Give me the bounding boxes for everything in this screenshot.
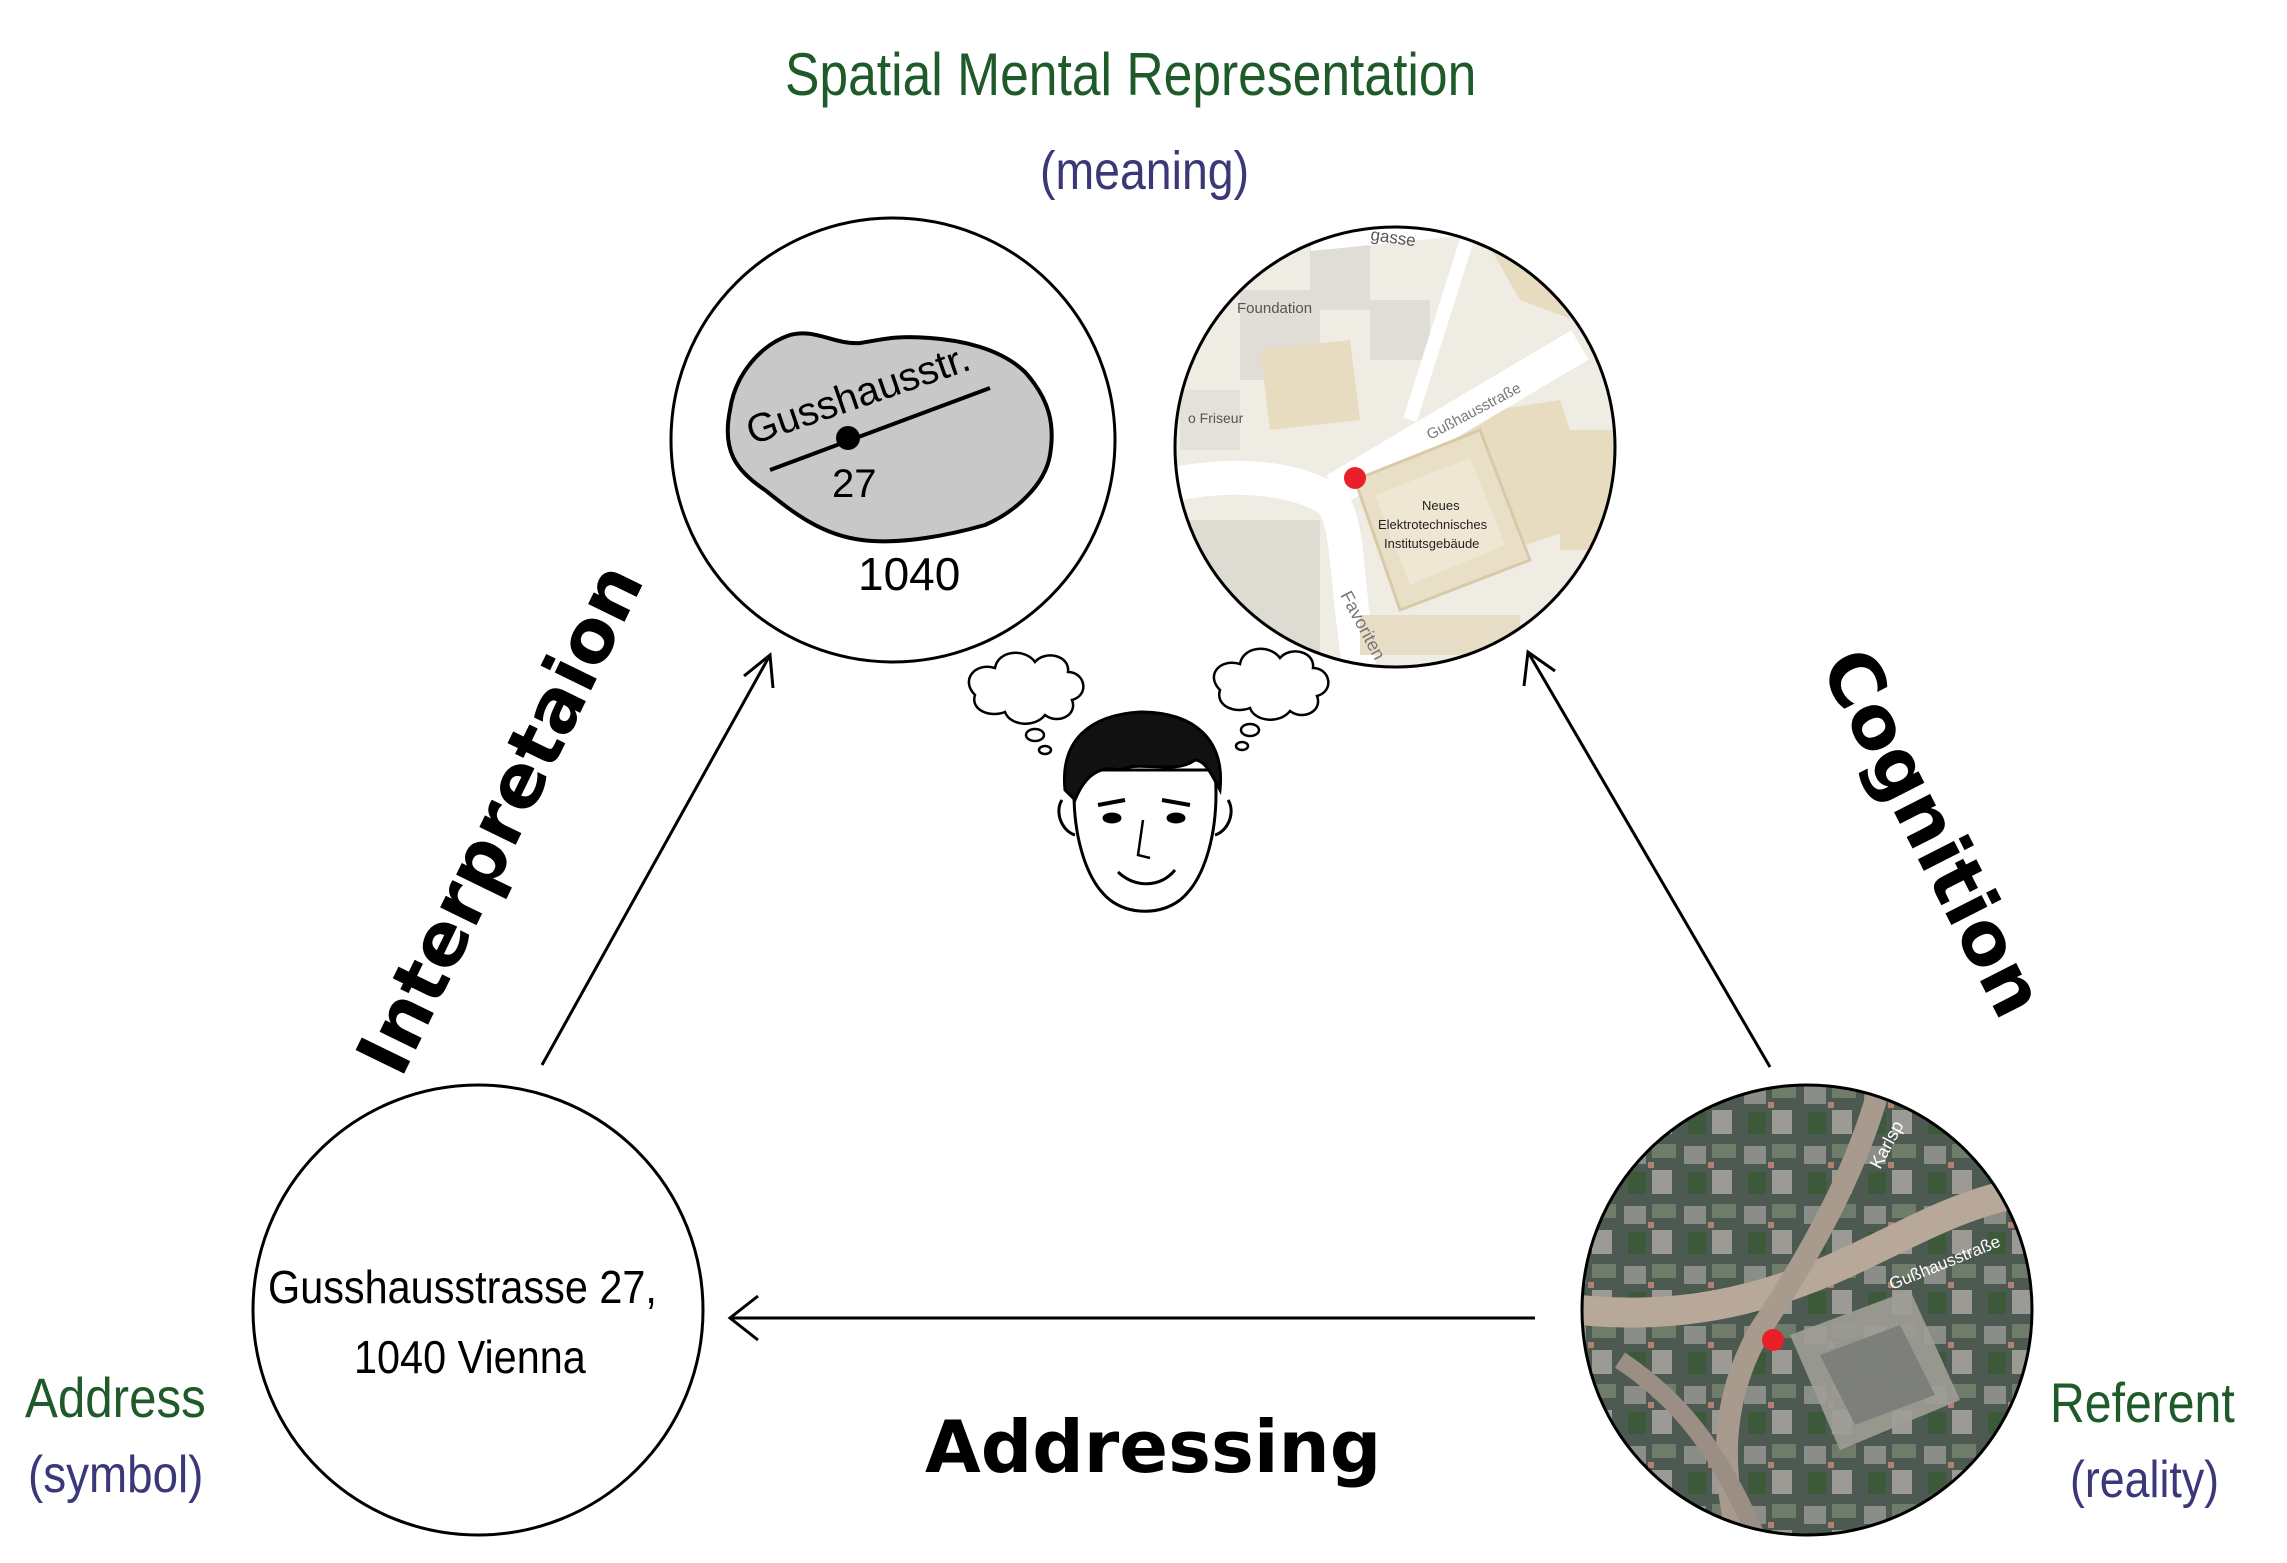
thought-bubble-right xyxy=(1212,647,1330,752)
sketch-point xyxy=(836,426,860,450)
address-line-2: 1040 Vienna xyxy=(354,1331,586,1383)
addressing-label: Addressing xyxy=(925,1405,1382,1489)
map-label-foundation: Foundation xyxy=(1237,300,1312,317)
symbol-title: Address xyxy=(25,1366,206,1429)
addressing-arrow xyxy=(727,1294,1535,1342)
symbol-subtitle: (symbol) xyxy=(28,1446,204,1504)
mental-sketch-circle xyxy=(669,216,1117,664)
map-label-friseur: o Friseur xyxy=(1188,410,1244,426)
meaning-title: Spatial Mental Representation xyxy=(785,41,1477,108)
address-symbol-circle xyxy=(251,1083,705,1537)
street-map-circle xyxy=(1173,225,1617,669)
satellite-location-marker xyxy=(1762,1329,1784,1351)
thinking-person-face xyxy=(1057,710,1233,913)
referent-title: Referent xyxy=(2050,1371,2235,1434)
interpretation-arrow xyxy=(540,652,775,1066)
sketch-number-label: 27 xyxy=(832,462,877,506)
cognition-arrow xyxy=(1522,649,1772,1068)
map-label-neues: Neues xyxy=(1422,498,1460,513)
map-location-marker xyxy=(1344,467,1366,489)
address-line-1: Gusshausstrasse 27, xyxy=(268,1261,657,1313)
sketch-blob xyxy=(725,331,1054,544)
sketch-street-line xyxy=(769,386,991,472)
sketch-postcode-label: 1040 xyxy=(858,548,960,600)
referent-subtitle: (reality) xyxy=(2070,1451,2220,1509)
satellite-circle xyxy=(1580,1083,2034,1537)
meaning-subtitle: (meaning) xyxy=(1040,141,1250,201)
map-label-elektrotechnisches: Elektrotechnisches xyxy=(1378,517,1488,532)
map-label-institutsgebaeude: Institutsgebäude xyxy=(1384,536,1479,551)
thought-bubble-left xyxy=(967,651,1085,756)
